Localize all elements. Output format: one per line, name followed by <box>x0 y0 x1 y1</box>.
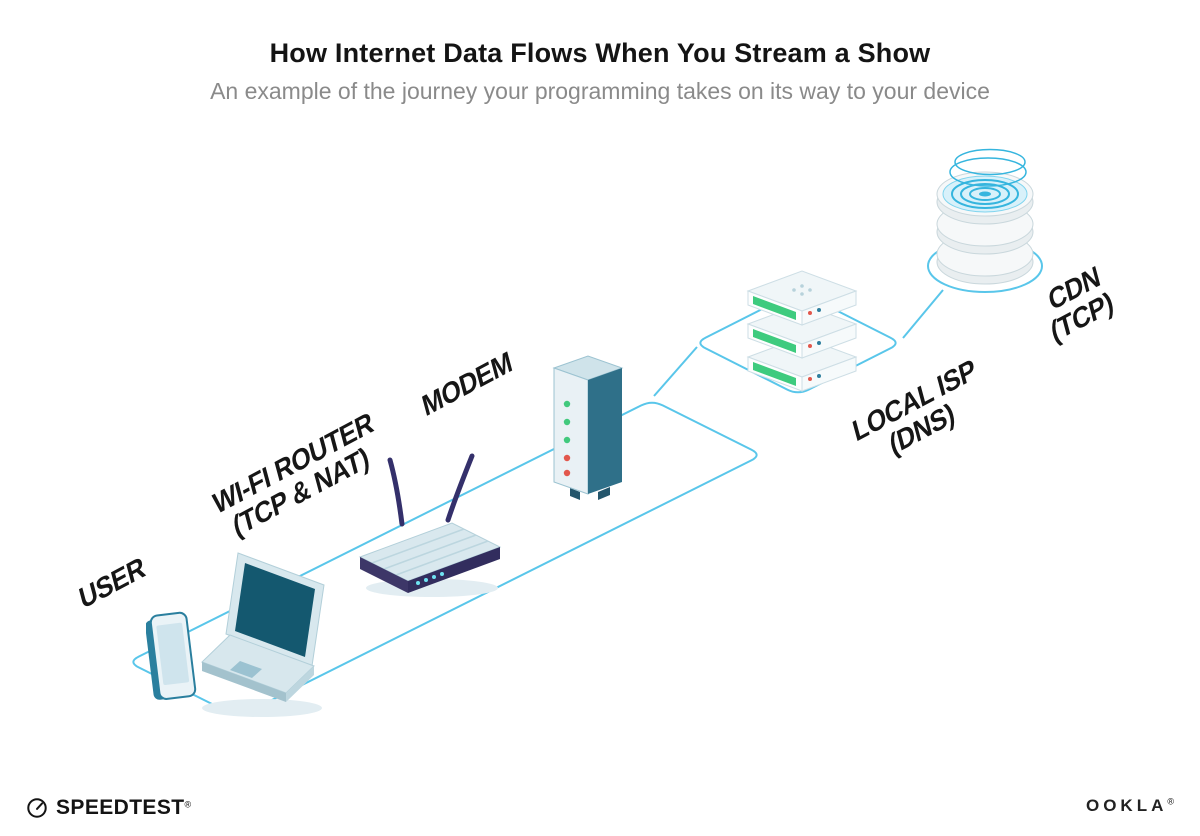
router-ridge <box>371 528 465 564</box>
speedtest-gauge-icon <box>27 798 47 818</box>
server-green-panel <box>753 329 796 353</box>
laptop-front-edge <box>202 662 286 702</box>
laptop-shadow <box>202 699 322 717</box>
wifi-router-icon <box>358 453 502 597</box>
laptop-side-edge <box>286 666 314 702</box>
ookla-wordmark: OOKLA <box>1085 796 1168 815</box>
page-subtitle: An example of the journey your programmi… <box>210 78 990 104</box>
server-dot-blue <box>817 374 821 378</box>
laptop-icon <box>201 552 325 717</box>
router-led <box>440 572 444 576</box>
modem-led-green <box>563 436 571 444</box>
isp-server-icon <box>746 270 858 392</box>
modem-foot <box>598 487 610 500</box>
modem-side-face <box>588 368 622 494</box>
server-green-panel <box>753 362 796 386</box>
modem-icon <box>552 355 624 500</box>
server-unit <box>746 270 858 326</box>
ookla-reg-mark: ® <box>1167 796 1174 807</box>
modem-to-isp-line <box>653 346 698 397</box>
modem-led-green <box>563 400 571 408</box>
speedtest-wordmark: SPEEDTEST <box>56 796 185 819</box>
router-ridge <box>383 534 477 570</box>
phone-screen <box>156 622 190 686</box>
modem-led-green <box>563 418 571 426</box>
server-dot-blue <box>817 341 821 345</box>
database-floating-rings <box>949 148 1027 187</box>
server-top-dot <box>800 292 804 296</box>
router-front-right-face <box>408 547 500 593</box>
router-led <box>416 581 420 585</box>
server-dot-blue <box>817 308 821 312</box>
modem-foot <box>570 488 580 500</box>
router-ridge <box>395 540 489 576</box>
server-green-panel <box>753 296 796 320</box>
phone-icon <box>146 611 197 700</box>
server-dot-red <box>808 311 812 315</box>
home-network-loop-line <box>132 401 758 716</box>
router-front-left-face <box>360 557 408 593</box>
server-top-dot <box>792 288 796 292</box>
modem-led-red <box>563 454 571 462</box>
page-title: How Internet Data Flows When You Stream … <box>269 38 931 68</box>
router-antenna-left <box>387 457 405 527</box>
laptop-touchpad <box>230 661 262 678</box>
ookla-brand: OOKLA® <box>1086 796 1174 816</box>
server-top-dot <box>800 284 804 288</box>
database-center-dot <box>979 191 991 197</box>
header: How Internet Data Flows When You Stream … <box>0 38 1200 105</box>
router-led <box>432 575 436 579</box>
speedtest-brand: SPEEDTEST® <box>26 796 191 820</box>
modem-led-red <box>563 469 571 477</box>
database-top-rings <box>951 179 1019 209</box>
laptop-screen <box>235 563 315 657</box>
isp-to-cdn-line <box>902 289 944 339</box>
cdn-database-icon <box>936 148 1034 285</box>
server-dot-red <box>808 344 812 348</box>
server-top-dot <box>808 288 812 292</box>
modem-front-face <box>553 367 589 495</box>
server-dot-red <box>808 377 812 381</box>
router-antenna-right <box>445 453 475 523</box>
speedtest-reg-mark: ® <box>184 799 192 810</box>
router-led <box>424 578 428 582</box>
